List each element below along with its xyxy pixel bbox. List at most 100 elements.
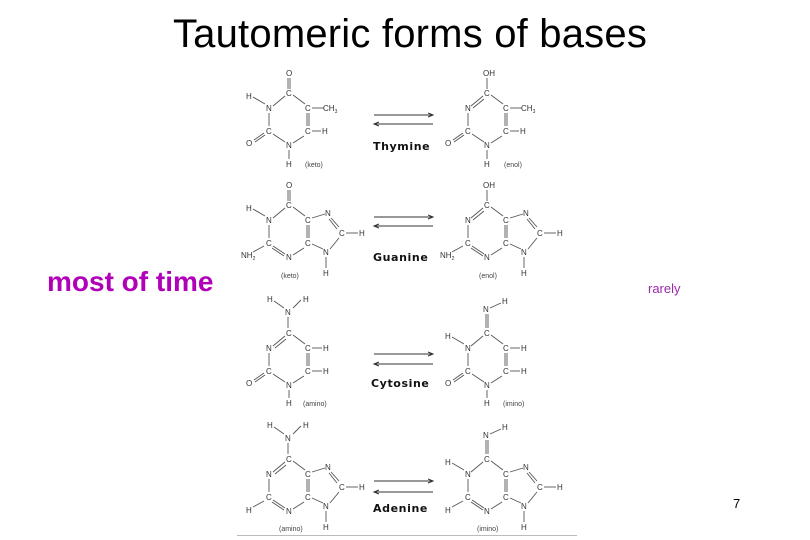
svg-text:N: N	[285, 308, 291, 317]
thymine-enol-tag: (enol)	[504, 162, 522, 169]
svg-text:OH: OH	[483, 69, 495, 78]
svg-text:C: C	[339, 229, 345, 238]
svg-text:H: H	[557, 229, 563, 238]
svg-text:C: C	[266, 127, 272, 136]
svg-text:O: O	[286, 181, 292, 190]
svg-text:C: C	[465, 367, 471, 376]
svg-text:C: C	[305, 216, 311, 225]
svg-text:N: N	[483, 305, 489, 314]
cytosine-amino-structure: H H N C N C H C H C O N	[246, 295, 329, 408]
thymine-keto-structure: O C H N C CH3 C H C O N H	[246, 69, 338, 169]
svg-text:C: C	[503, 344, 509, 353]
svg-text:H: H	[502, 423, 508, 432]
svg-text:N: N	[523, 209, 529, 218]
svg-text:N: N	[266, 470, 272, 479]
svg-text:H: H	[322, 127, 328, 136]
svg-text:H: H	[267, 421, 273, 430]
svg-text:C: C	[266, 367, 272, 376]
svg-text:NH2: NH2	[241, 251, 256, 262]
svg-text:C: C	[503, 104, 509, 113]
svg-text:C: C	[286, 329, 292, 338]
figure-bottom-border	[237, 535, 577, 536]
guanine-label: Guanine	[373, 251, 428, 264]
svg-text:C: C	[465, 127, 471, 136]
svg-text:C: C	[465, 493, 471, 502]
svg-text:C: C	[286, 455, 292, 464]
svg-text:H: H	[303, 295, 309, 304]
svg-text:N: N	[465, 344, 471, 353]
guanine-enol-structure: OH C N C N C H C N H C NH2	[440, 181, 563, 280]
adenine-amino-structure: H H N C N C N C H C N H	[246, 421, 365, 533]
svg-text:N: N	[465, 104, 471, 113]
thymine-label: Thymine	[373, 140, 430, 153]
svg-text:H: H	[359, 229, 365, 238]
svg-text:NH2: NH2	[440, 251, 455, 262]
svg-text:C: C	[266, 239, 272, 248]
svg-text:C: C	[484, 201, 490, 210]
equilibrium-arrows-icon	[372, 478, 435, 495]
svg-text:H: H	[445, 458, 451, 467]
svg-text:H: H	[286, 399, 292, 408]
svg-text:C: C	[503, 470, 509, 479]
equilibrium-arrows-icon	[372, 214, 435, 229]
svg-text:N: N	[286, 507, 292, 516]
guanine-keto-tag: (keto)	[281, 273, 299, 280]
adenine-imino-structure: N H C H N C N C H C N H	[445, 423, 563, 533]
svg-text:C: C	[305, 470, 311, 479]
svg-text:C: C	[484, 329, 490, 338]
svg-text:N: N	[266, 216, 272, 225]
svg-text:C: C	[339, 483, 345, 492]
svg-text:O: O	[286, 69, 292, 78]
svg-text:N: N	[523, 463, 529, 472]
svg-text:N: N	[325, 209, 331, 218]
svg-text:N: N	[286, 381, 292, 390]
page-number: 7	[733, 496, 741, 511]
cytosine-imino-structure: N H C H N C H C H C O N	[445, 297, 527, 408]
svg-text:C: C	[484, 455, 490, 464]
equilibrium-arrows-icon	[372, 112, 435, 127]
svg-text:C: C	[286, 89, 292, 98]
svg-text:N: N	[484, 507, 490, 516]
svg-text:N: N	[465, 470, 471, 479]
svg-text:H: H	[445, 506, 451, 515]
guanine-enol-tag: (enol)	[479, 273, 497, 280]
cytosine-imino-tag: (imino)	[503, 401, 524, 408]
svg-text:N: N	[285, 434, 291, 443]
thymine-keto-tag: (keto)	[305, 162, 323, 169]
svg-text:H: H	[303, 421, 309, 430]
svg-text:H: H	[484, 399, 490, 408]
svg-text:N: N	[323, 502, 329, 511]
svg-text:H: H	[246, 204, 252, 213]
svg-text:C: C	[465, 239, 471, 248]
svg-text:H: H	[445, 332, 451, 341]
svg-text:N: N	[484, 381, 490, 390]
svg-text:O: O	[445, 379, 451, 388]
svg-text:H: H	[521, 344, 527, 353]
svg-text:H: H	[323, 367, 329, 376]
svg-text:C: C	[503, 216, 509, 225]
tautomer-figure: O C H N C CH3 C H C O N H	[237, 64, 577, 540]
svg-text:C: C	[266, 493, 272, 502]
svg-text:C: C	[305, 367, 311, 376]
svg-text:C: C	[484, 89, 490, 98]
svg-text:C: C	[305, 344, 311, 353]
svg-text:C: C	[503, 239, 509, 248]
equilibrium-arrows-icon	[372, 351, 435, 367]
guanine-keto-structure: O C H N C N C H C N H C	[241, 181, 365, 280]
svg-text:C: C	[305, 239, 311, 248]
svg-text:N: N	[266, 344, 272, 353]
thymine-enol-structure: OH C N C CH3 C H C O N H (enol)	[445, 69, 536, 169]
svg-text:C: C	[503, 127, 509, 136]
svg-text:N: N	[286, 141, 292, 150]
svg-text:OH: OH	[483, 181, 495, 190]
adenine-imino-tag: (imino)	[477, 526, 498, 533]
svg-text:H: H	[521, 269, 527, 278]
most-of-time-label: most of time	[47, 266, 214, 297]
svg-text:O: O	[246, 139, 252, 148]
svg-text:H: H	[520, 127, 526, 136]
svg-text:CH3: CH3	[521, 104, 536, 115]
slide-title: Tautomeric forms of bases	[172, 12, 648, 56]
svg-text:H: H	[246, 92, 252, 101]
svg-text:H: H	[323, 523, 329, 532]
adenine-label: Adenine	[373, 502, 428, 515]
